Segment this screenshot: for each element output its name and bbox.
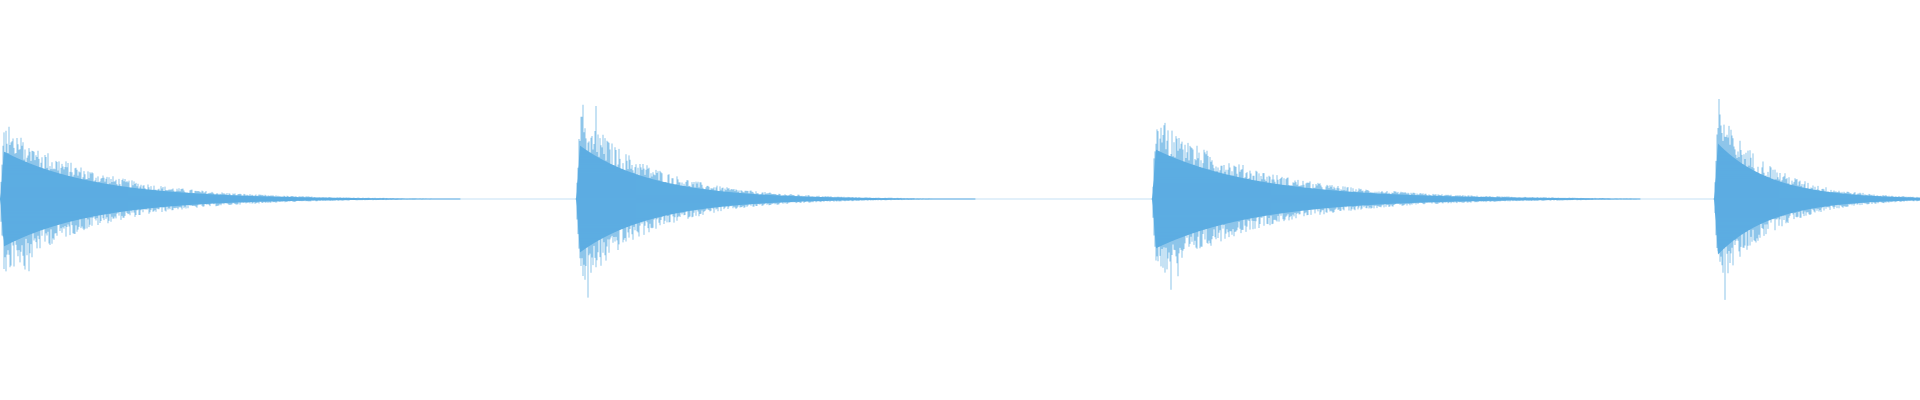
waveform-spikes	[1713, 99, 1920, 300]
waveform-burst	[1713, 99, 1920, 300]
waveform-bursts	[0, 99, 1920, 300]
waveform-spikes	[0, 126, 461, 272]
waveform-envelope	[576, 145, 975, 253]
waveform-spikes	[1151, 122, 1641, 290]
waveform-burst	[0, 126, 461, 272]
waveform-spikes	[575, 104, 976, 298]
waveform-burst	[575, 104, 976, 298]
waveform-burst	[1151, 122, 1641, 290]
